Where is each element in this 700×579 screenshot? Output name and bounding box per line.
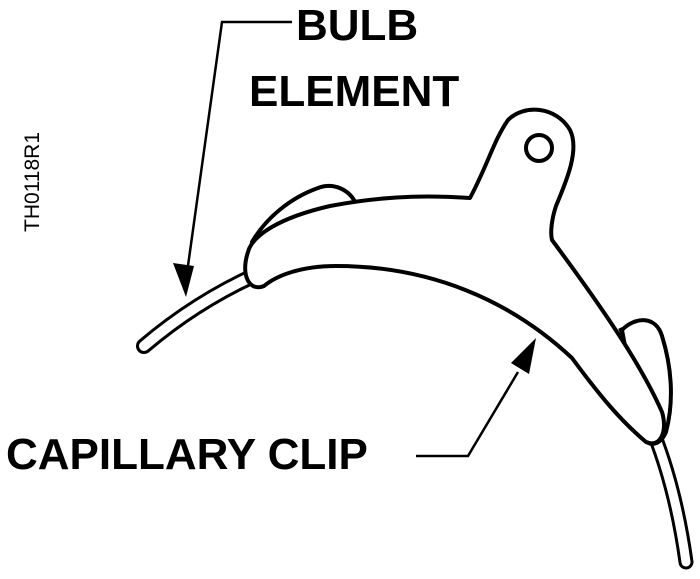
- bulb-element-label-line1: BULB: [296, 1, 419, 50]
- figure-code-label: TH0118R1: [21, 132, 44, 232]
- bulb-element-leader: [173, 20, 292, 297]
- capillary-clip-label: CAPILLARY CLIP: [6, 430, 368, 479]
- mounting-hole: [524, 133, 554, 163]
- bulb-element-label-line2: ELEMENT: [249, 67, 460, 116]
- capillary-tube-right: [646, 426, 694, 570]
- bulb-element-tube: [136, 264, 270, 354]
- capillary-clip-leader: [416, 338, 536, 458]
- capillary-clip-body: [243, 107, 666, 446]
